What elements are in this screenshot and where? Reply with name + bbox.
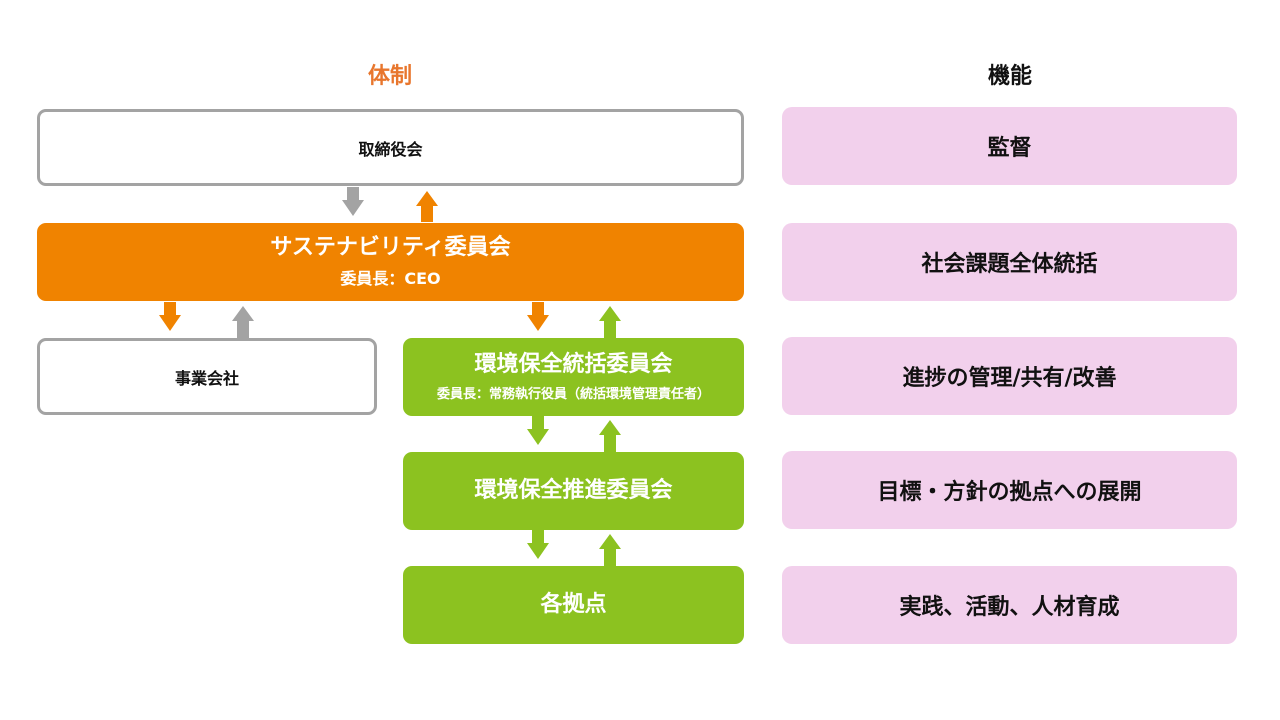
arrow-up-green-icon	[599, 420, 621, 452]
arrow-down-orange-icon	[527, 302, 549, 331]
group-companies-label: 事業会社	[174, 368, 239, 388]
arrow-up-orange-icon	[416, 191, 438, 222]
sites-box: 各拠点	[403, 566, 744, 644]
function-label: 監督	[987, 136, 1032, 161]
function-practice: 実践、活動、人材育成	[782, 566, 1237, 644]
sustainability-committee-title: サステナビリティ委員会	[270, 234, 511, 260]
arrow-up-green-icon	[599, 534, 621, 566]
group-companies-box: 事業会社	[37, 338, 377, 415]
arrow-down-orange-icon	[159, 302, 181, 331]
board-label: 取締役会	[358, 139, 423, 159]
env-promotion-committee-title: 環境保全推進委員会	[474, 477, 673, 503]
structure-header: 体制	[367, 64, 412, 89]
env-overall-committee-box: 環境保全統括委員会 委員長：常務執行役員（統括環境管理責任者）	[403, 338, 744, 416]
arrow-down-green-icon	[527, 530, 549, 559]
sustainability-committee-chair: 委員長：CEO	[340, 269, 441, 289]
sustainability-committee-box: サステナビリティ委員会 委員長：CEO	[37, 223, 744, 301]
function-deployment: 目標・方針の拠点への展開	[782, 451, 1237, 529]
arrow-down-green-icon	[527, 416, 549, 445]
arrow-down-gray-icon	[342, 187, 364, 216]
env-promotion-committee-box: 環境保全推進委員会	[403, 452, 744, 530]
function-label: 進捗の管理/共有/改善	[902, 366, 1117, 391]
sites-title: 各拠点	[540, 591, 607, 617]
function-label: 実践、活動、人材育成	[899, 595, 1120, 620]
env-overall-committee-chair: 委員長：常務執行役員（統括環境管理責任者）	[436, 386, 710, 402]
arrow-up-gray-icon	[232, 306, 254, 338]
function-social-issues: 社会課題全体統括	[782, 223, 1237, 301]
env-overall-committee-title: 環境保全統括委員会	[474, 352, 673, 378]
function-header: 機能	[987, 64, 1032, 89]
arrow-up-green-icon	[599, 306, 621, 338]
function-label: 社会課題全体統括	[921, 252, 1098, 277]
function-label: 目標・方針の拠点への展開	[877, 480, 1142, 505]
board-box: 取締役会	[37, 109, 744, 186]
function-progress-management: 進捗の管理/共有/改善	[782, 337, 1237, 415]
function-oversight: 監督	[782, 107, 1237, 185]
